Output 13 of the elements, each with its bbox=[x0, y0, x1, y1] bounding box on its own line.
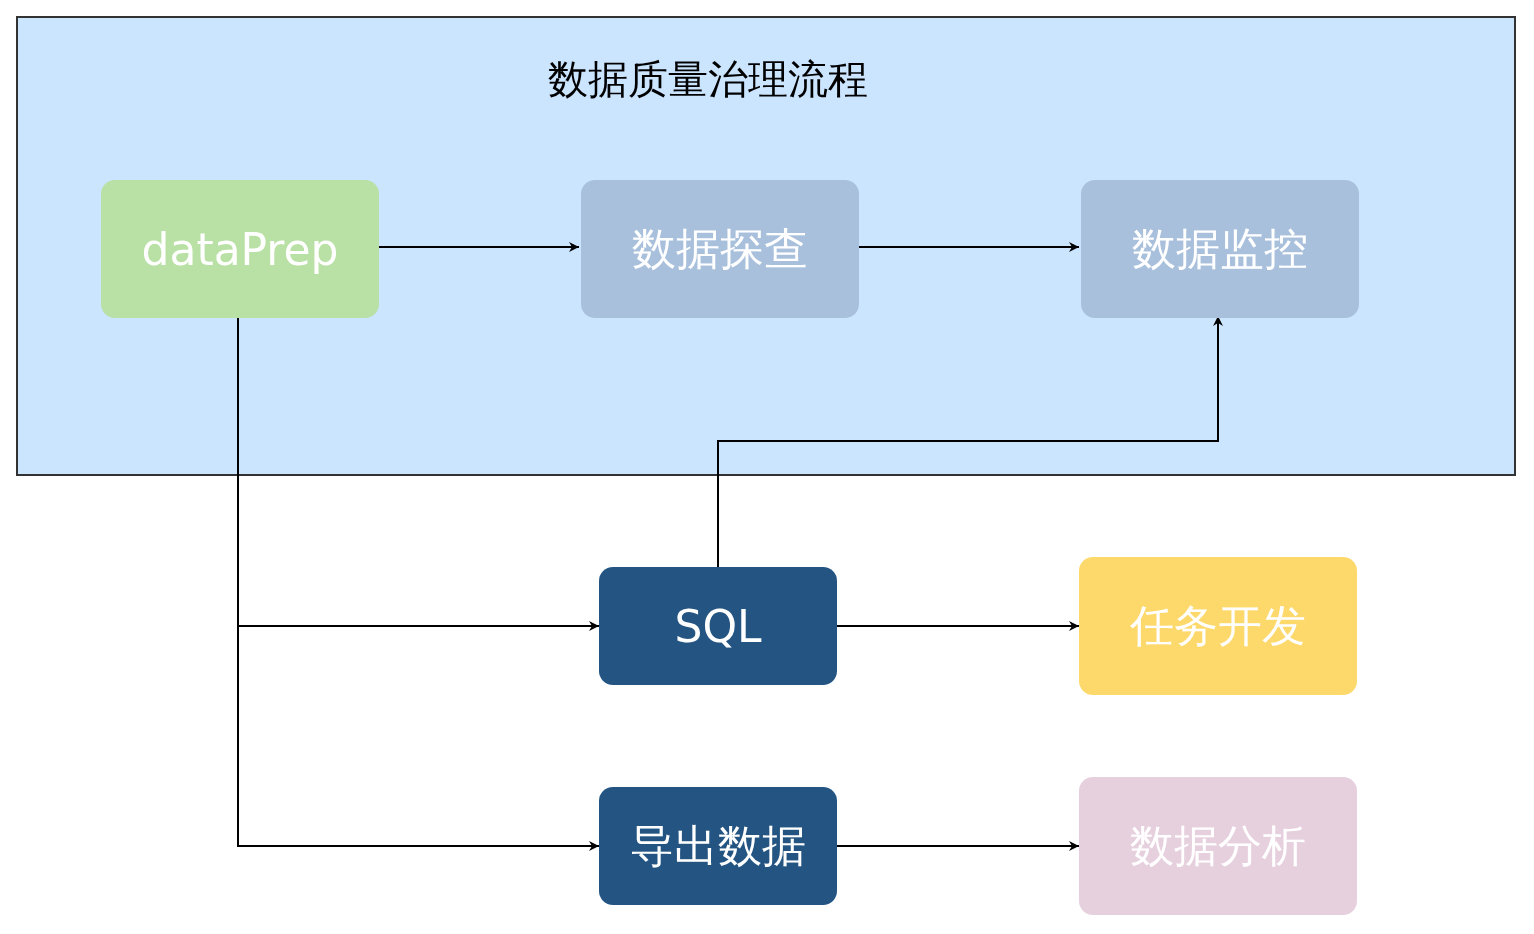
arrow bbox=[856, 242, 1080, 252]
process-area bbox=[16, 16, 1516, 476]
process-box: 导出数据 bbox=[599, 787, 837, 905]
area-heading: 数据质量治理流程 bbox=[548, 55, 868, 104]
process-box: 数据探查 bbox=[581, 180, 859, 318]
process-box: SQL bbox=[599, 567, 837, 685]
arrow bbox=[836, 621, 1080, 631]
arrow bbox=[376, 242, 580, 252]
process-box: 数据监控 bbox=[1081, 180, 1359, 318]
arrow bbox=[717, 315, 1223, 568]
process-box: dataPrep bbox=[101, 180, 379, 318]
arrow bbox=[836, 841, 1080, 851]
process-box: 任务开发 bbox=[1079, 557, 1357, 695]
